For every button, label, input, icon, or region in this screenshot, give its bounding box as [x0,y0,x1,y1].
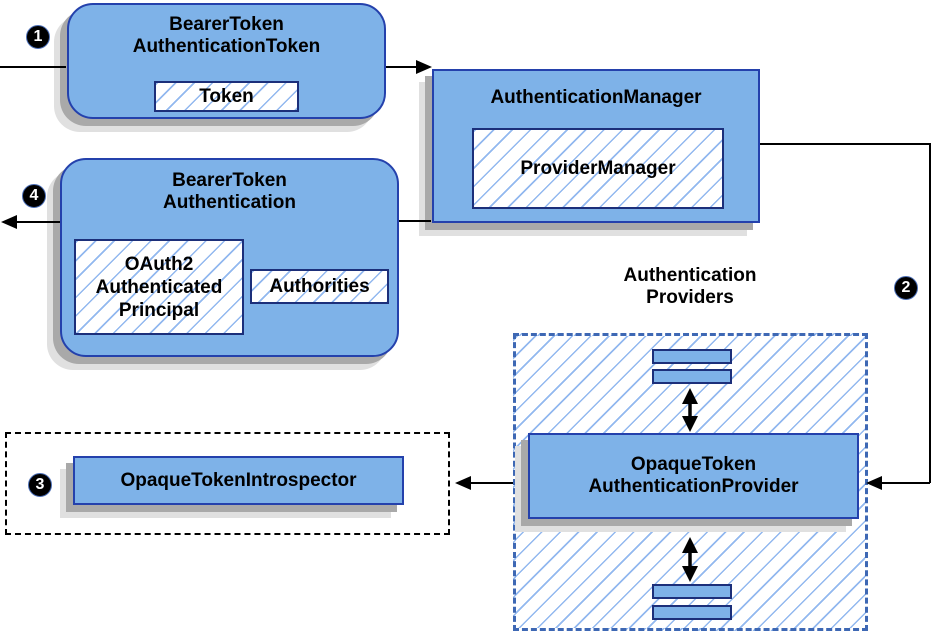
provider-bar-bottom-1 [652,584,732,599]
opaque-token-introspector-label: OpaqueTokenIntrospector [120,469,357,491]
bearer-token-authentication-token-title-line2: AuthenticationToken [132,36,321,57]
authentication-out-arrowhead [1,215,17,229]
authorities-label: Authorities [269,276,370,297]
step-3-badge: 3 [28,473,52,497]
opaque-token-authentication-provider-node: OpaqueToken AuthenticationProvider [528,433,859,519]
authentication-providers-label: Authentication Providers [590,265,790,309]
step-1-badge: 1 [26,25,50,49]
bearer-token-authentication-title-line2: Authentication [163,192,296,213]
bearer-token-authentication-node: BearerToken Authentication OAuth2 Authen… [60,158,399,357]
principal-line1: OAuth2 [124,253,194,275]
opaque-token-introspector-node: OpaqueTokenIntrospector [73,456,404,505]
provider-manager-inner-box: ProviderManager [472,128,724,209]
bearer-token-authentication-title-line1: BearerToken [172,170,287,191]
manager-to-provider-arrowhead [866,476,882,490]
token-inner-box: Token [154,81,299,112]
provider-bar-bottom-2 [652,605,732,620]
principal-line3: Principal [118,299,200,321]
authentication-providers-label-line1: Authentication [623,265,757,286]
opaque-token-authentication-provider-line2: AuthenticationProvider [588,476,799,497]
opaque-token-authentication-provider-line1: OpaqueToken [630,454,757,475]
authorities-inner-box: Authorities [250,269,389,304]
step-2-badge: 2 [894,276,918,300]
authentication-manager-title: AuthenticationManager [490,87,702,108]
principal-line2: Authenticated [95,276,223,298]
bearer-token-authentication-token-node: BearerToken AuthenticationToken Token [67,3,386,119]
provider-bar-top-1 [652,349,732,364]
token-label: Token [199,86,254,107]
authentication-providers-label-line2: Providers [646,287,734,308]
authentication-manager-node: AuthenticationManager ProviderManager [432,69,760,223]
bearer-token-authentication-token-title-line1: BearerToken [169,14,284,35]
oauth2-authenticated-principal-inner-box: OAuth2 Authenticated Principal [74,239,244,335]
step-4-badge: 4 [22,184,46,208]
provider-to-introspector-arrowhead [455,476,471,490]
token-to-manager-arrowhead [416,60,432,74]
provider-bar-top-2 [652,369,732,384]
provider-manager-label: ProviderManager [520,158,676,179]
